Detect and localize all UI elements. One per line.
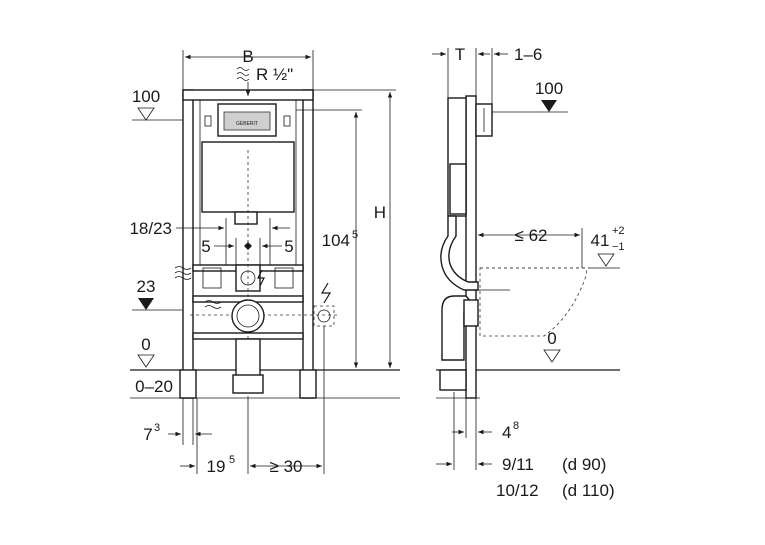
dim-104-label: 104 — [322, 231, 350, 250]
dim-4-sup: 8 — [513, 420, 519, 432]
actuator-logo: GEBERIT — [236, 121, 258, 127]
side-level-100-marker — [541, 100, 557, 112]
dim-5-left-label: 5 — [201, 237, 210, 256]
dim-t-label: T — [455, 45, 465, 64]
front-level-100-label: 100 — [132, 87, 160, 106]
frame-right-foot — [299, 369, 317, 399]
dim-7-sup: 3 — [154, 422, 160, 434]
frame-left-foot — [179, 369, 197, 399]
fixing-bracket-right — [274, 267, 294, 289]
dim-5-center-marker — [244, 242, 252, 250]
front-level-0-label: 0 — [141, 335, 150, 354]
dim-d110-label: (d 110) — [562, 481, 615, 500]
actuator-button — [223, 111, 271, 131]
side-waste-pipe-bottom — [439, 369, 467, 391]
dim-41-marker — [597, 253, 615, 267]
cistern-side-clip-right — [283, 115, 291, 127]
cistern-outlet — [234, 211, 258, 225]
dim-19-sup: 5 — [229, 454, 235, 466]
front-view: GEBERIT B R ½" — [129, 47, 400, 476]
dim-7-label: 7 — [143, 425, 152, 444]
side-level-0-marker — [543, 349, 561, 363]
dim-4-label: 4 — [502, 423, 511, 442]
dim-5-right-label: 5 — [284, 237, 293, 256]
dim-41-sup-bottom: −1 — [612, 241, 625, 253]
dim-h-label: H — [374, 203, 386, 222]
dim-9-11-label: 9/11 — [502, 455, 534, 474]
waste-pipe-bottom — [232, 374, 264, 394]
cistern-side-clip-left — [204, 115, 212, 127]
frame-left-upright — [182, 89, 194, 399]
front-level-23-label: 23 — [137, 277, 156, 296]
side-level-0-label: 0 — [547, 329, 556, 348]
dim-41-sup-top: +2 — [612, 225, 625, 237]
electrical-box — [313, 305, 335, 327]
side-level-100-label: 100 — [535, 79, 563, 98]
frame-right-upright — [302, 89, 314, 399]
dim-41-label: 41 — [591, 231, 610, 250]
front-level-100-marker — [137, 107, 155, 121]
dim-10-12-label: 10/12 — [496, 481, 539, 500]
front-level-23-marker — [138, 298, 154, 310]
front-level-0-marker — [137, 354, 155, 368]
water-connection-icon — [236, 67, 250, 81]
dim-19-label: 19 — [207, 457, 226, 476]
electric-symbol-front — [320, 282, 332, 304]
dim-d90-label: (d 90) — [562, 455, 606, 474]
water-symbol-left — [174, 266, 192, 280]
dim-62-label: ≤ 62 — [515, 226, 548, 245]
side-wc-bowl — [479, 267, 588, 337]
front-range-0-20-label: 0–20 — [135, 377, 173, 396]
side-waste-connector — [463, 299, 479, 327]
side-cistern-lower — [449, 163, 467, 215]
dim-18-23-label: 18/23 — [129, 219, 172, 238]
dim-b-label: B — [242, 47, 253, 66]
side-frame — [465, 95, 477, 399]
water-connection-label: R ½" — [256, 65, 293, 84]
electric-symbol-front-small — [257, 269, 265, 287]
dim-1-6-label: 1–6 — [514, 45, 542, 64]
waste-pipe-down — [235, 338, 261, 378]
electrical-socket — [317, 309, 331, 323]
side-view: T 1–6 100 ≤ 62 41 +2 −1 0 4 8 9/11 — [432, 45, 625, 500]
water-symbol-inner — [204, 300, 222, 309]
waste-pipe-inner — [236, 304, 260, 328]
dim-104-sup: 5 — [352, 229, 358, 241]
dim-30-label: ≥ 30 — [270, 457, 303, 476]
fixing-bracket-left — [202, 267, 222, 289]
